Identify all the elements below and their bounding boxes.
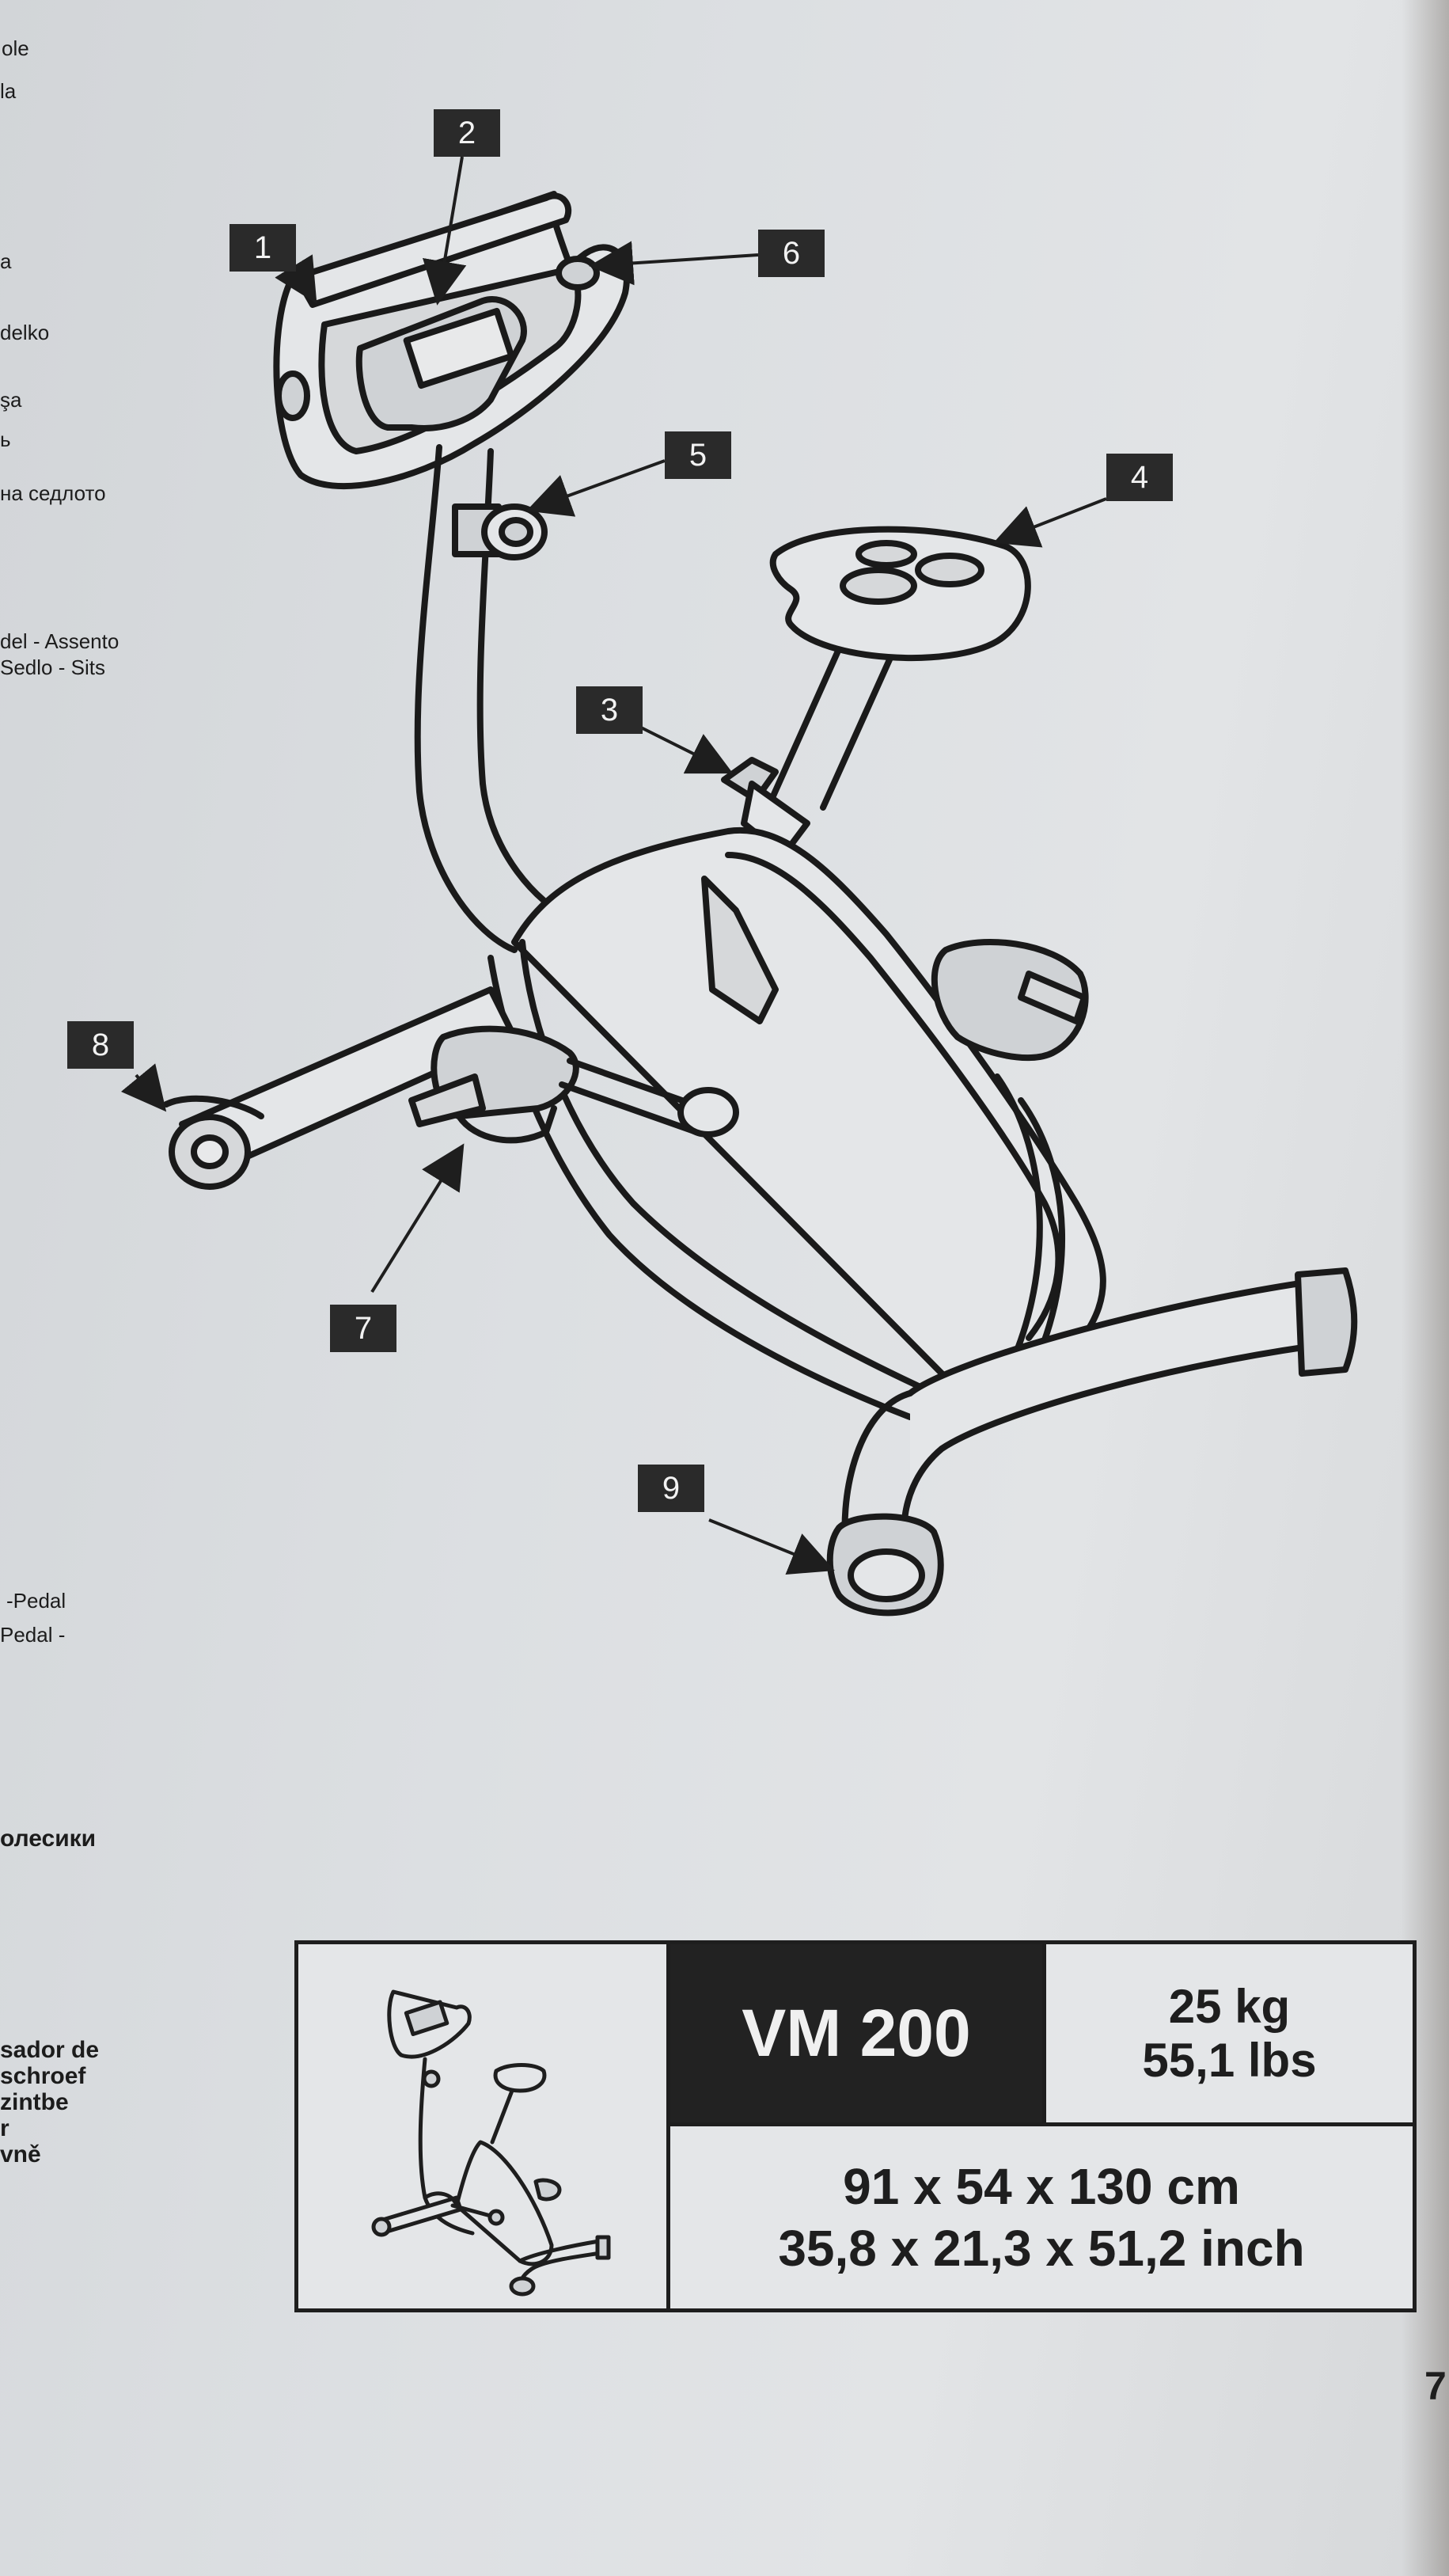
bike-thumbnail bbox=[298, 1944, 670, 2308]
margin-text: vně bbox=[0, 2141, 41, 2168]
margin-text: şa bbox=[0, 388, 22, 412]
callout-label: 2 bbox=[434, 109, 500, 157]
rear-foot-right bbox=[1295, 1267, 1358, 1377]
margin-text: a bbox=[0, 249, 12, 273]
model-name: VM 200 bbox=[670, 1944, 1042, 2122]
margin-text: zintbe bbox=[0, 2089, 69, 2115]
dimensions-cell: 91 x 54 x 130 cm 35,8 x 21,3 x 51,2 inch bbox=[670, 2122, 1413, 2308]
callout-label: 7 bbox=[330, 1305, 396, 1352]
console-screen bbox=[403, 307, 515, 389]
callout-label: 1 bbox=[229, 224, 296, 272]
down-tube bbox=[519, 939, 937, 1396]
margin-text: sador de bbox=[0, 2037, 100, 2063]
handlebar-top-bar bbox=[294, 192, 572, 308]
exercise-bike-illustration bbox=[120, 156, 1358, 1617]
weight-lbs: 55,1 lbs bbox=[1142, 2033, 1317, 2087]
bike-thumbnail-icon bbox=[371, 1989, 611, 2297]
callout-label: 6 bbox=[758, 230, 825, 277]
margin-text: schroef bbox=[0, 2063, 86, 2089]
dimensions-inch: 35,8 x 21,3 x 51,2 inch bbox=[778, 2220, 1305, 2277]
margin-text: delko bbox=[0, 321, 50, 344]
hand-sensor-right bbox=[556, 256, 600, 291]
callout-label: 8 bbox=[67, 1021, 134, 1069]
margin-text: на седлото bbox=[0, 481, 106, 505]
callout-label: 4 bbox=[1106, 454, 1173, 501]
weight-cell: 25 kg 55,1 lbs bbox=[1042, 1944, 1413, 2122]
spec-table: VM 200 25 kg 55,1 lbs 91 x 54 x 130 cm 3… bbox=[294, 1940, 1417, 2312]
callout-label: 9 bbox=[638, 1465, 704, 1512]
margin-text: del - Assento bbox=[0, 629, 119, 653]
callout-label: 5 bbox=[665, 431, 731, 479]
hand-sensor-left bbox=[275, 370, 310, 421]
pedal-right bbox=[931, 939, 1089, 1062]
margin-text: -Pedal bbox=[6, 1589, 66, 1613]
callout-label: 3 bbox=[576, 686, 643, 734]
dimensions-cm: 91 x 54 x 130 cm bbox=[843, 2158, 1240, 2215]
margin-text: ole bbox=[2, 36, 29, 60]
margin-text: r bbox=[0, 2115, 9, 2141]
weight-kg: 25 kg bbox=[1168, 1979, 1291, 2033]
margin-text: олесики bbox=[0, 1826, 97, 1852]
margin-text: ь bbox=[0, 427, 11, 451]
handlebar-post bbox=[414, 444, 518, 953]
flywheel-housing bbox=[511, 826, 1106, 1390]
rear-stabilizer bbox=[901, 1279, 1317, 1555]
margin-text: Sedlo - Sits bbox=[0, 655, 105, 679]
margin-text: la bbox=[0, 79, 17, 103]
page-number: 7 bbox=[1424, 2364, 1447, 2408]
margin-text: Pedal - bbox=[0, 1623, 66, 1647]
seat-post bbox=[768, 646, 897, 811]
